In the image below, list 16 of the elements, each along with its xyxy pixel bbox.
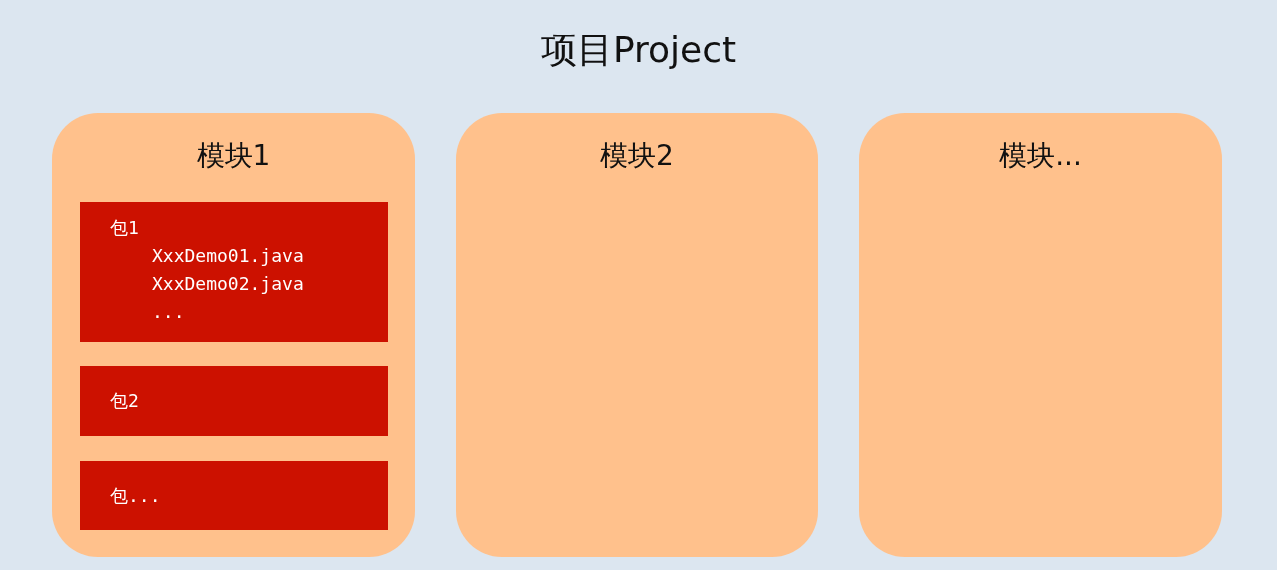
package-name: 包... bbox=[110, 483, 161, 508]
module-card bbox=[456, 113, 818, 557]
file-name: ... bbox=[152, 300, 185, 324]
package-name: 包1 bbox=[110, 216, 139, 240]
package-box bbox=[80, 461, 388, 530]
package-box bbox=[80, 202, 388, 342]
module-title: 模块1 bbox=[195, 138, 272, 174]
file-name: XxxDemo01.java bbox=[152, 244, 304, 268]
module-title: 模块2 bbox=[599, 138, 675, 174]
module-card bbox=[859, 113, 1222, 557]
project-title: 项目Project bbox=[539, 28, 738, 72]
module-title: 模块... bbox=[998, 138, 1083, 174]
package-box bbox=[80, 366, 388, 436]
package-name: 包2 bbox=[110, 389, 139, 413]
module-card bbox=[52, 113, 415, 557]
file-name: XxxDemo02.java bbox=[152, 272, 304, 296]
